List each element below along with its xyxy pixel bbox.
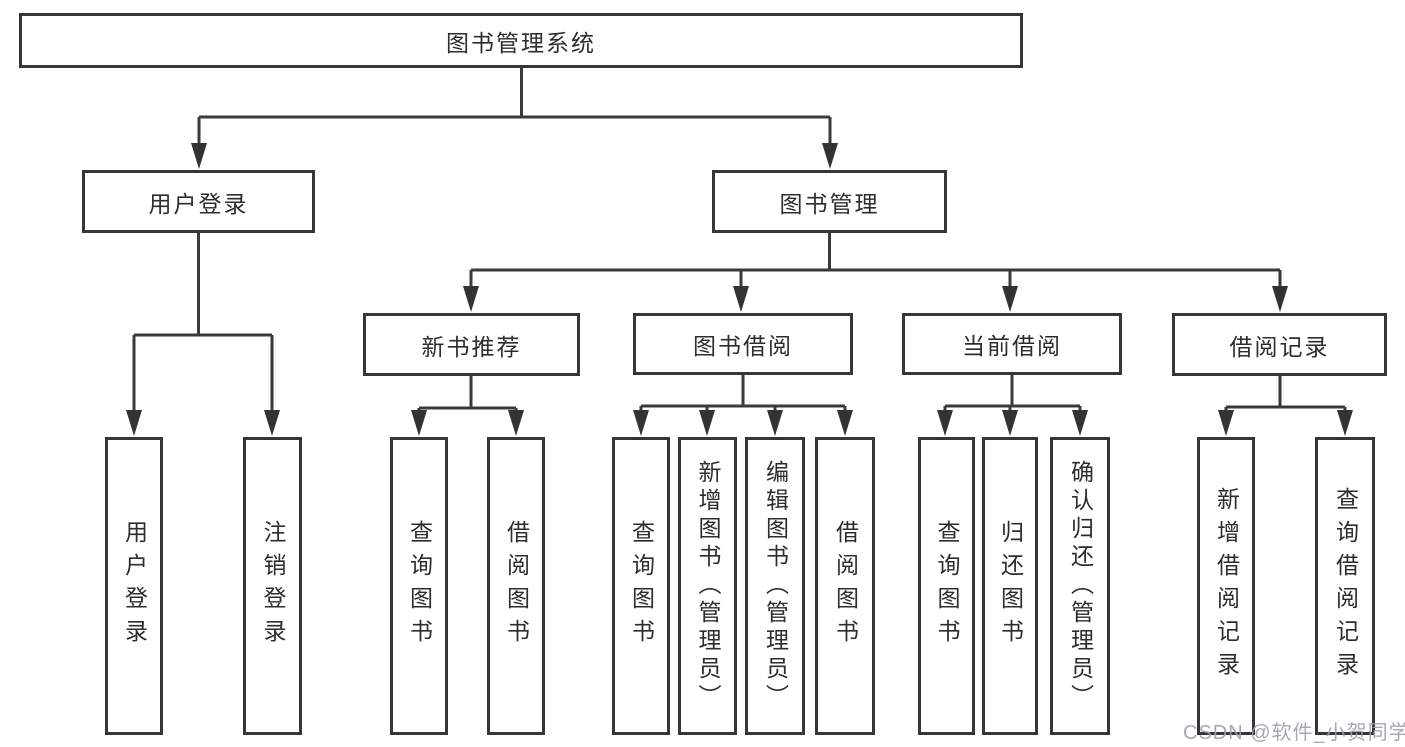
leaf-add-books-admin: 新增图书（管理员）: [678, 437, 737, 735]
node-new-book-recommendation: 新书推荐: [363, 313, 580, 376]
leaf-query-books-current: 查询图书: [918, 437, 975, 735]
leaf-logout: 注销登录: [243, 437, 302, 735]
leaf-add-borrow-record: 新增借阅记录: [1197, 437, 1255, 735]
arrow-book-management: [822, 143, 838, 169]
node-user-login: 用户登录: [82, 170, 315, 233]
leaf-confirm-return-admin: 确认归还（管理员）: [1050, 437, 1110, 735]
arrow-leaf-add-borrow-record: [1218, 410, 1234, 436]
arrow-leaf-edit-books-admin: [767, 410, 783, 436]
connector-borrowing-records-fan: [1224, 376, 1347, 412]
watermark: CSDN @软件_小贺同学: [1183, 722, 1405, 744]
arrow-leaf-logout: [264, 410, 280, 436]
arrow-leaf-query-books-borrow: [633, 410, 649, 436]
arrow-leaf-user-login: [126, 410, 142, 436]
leaf-borrow-books-recommend: 借阅图书: [487, 437, 545, 735]
leaf-query-books-borrow: 查询图书: [612, 437, 670, 735]
arrow-borrowing-records: [1272, 286, 1288, 312]
arrow-leaf-query-books-current: [937, 410, 953, 436]
arrow-leaf-borrow-books-recommend: [508, 410, 524, 436]
leaf-borrow-books: 借阅图书: [815, 437, 875, 735]
node-book-borrowing: 图书借阅: [633, 313, 853, 375]
connector-user-login-fan: [132, 233, 274, 412]
connector-book-borrowing-fan: [639, 375, 847, 412]
arrow-leaf-add-books-admin: [699, 410, 715, 436]
arrow-leaf-confirm-return-admin: [1072, 410, 1088, 436]
connector-new-book-fan: [417, 376, 518, 412]
connector-book-management-fan: [469, 233, 1282, 288]
arrow-leaf-borrow-books: [837, 410, 853, 436]
arrow-book-borrowing: [733, 286, 749, 312]
arrow-user-login: [191, 143, 207, 169]
node-borrowing-records: 借阅记录: [1172, 313, 1387, 376]
node-root: 图书管理系统: [19, 13, 1023, 68]
node-current-borrowing: 当前借阅: [902, 313, 1122, 375]
connector-current-borrowing-fan: [943, 375, 1082, 412]
arrow-current-borrowing: [1002, 286, 1018, 312]
arrow-leaf-query-borrow-record: [1337, 410, 1353, 436]
connector-root-fan: [197, 68, 832, 146]
leaf-edit-books-admin: 编辑图书（管理员）: [745, 437, 805, 735]
leaf-query-books-recommend: 查询图书: [390, 437, 448, 735]
node-book-management: 图书管理: [712, 170, 947, 233]
leaf-query-borrow-record: 查询借阅记录: [1315, 437, 1375, 735]
leaf-return-books: 归还图书: [982, 437, 1038, 735]
arrow-leaf-query-books-recommend: [411, 410, 427, 436]
arrow-new-book-recommendation: [463, 286, 479, 312]
arrow-leaf-return-books: [1002, 410, 1018, 436]
leaf-user-login: 用户登录: [105, 437, 163, 735]
